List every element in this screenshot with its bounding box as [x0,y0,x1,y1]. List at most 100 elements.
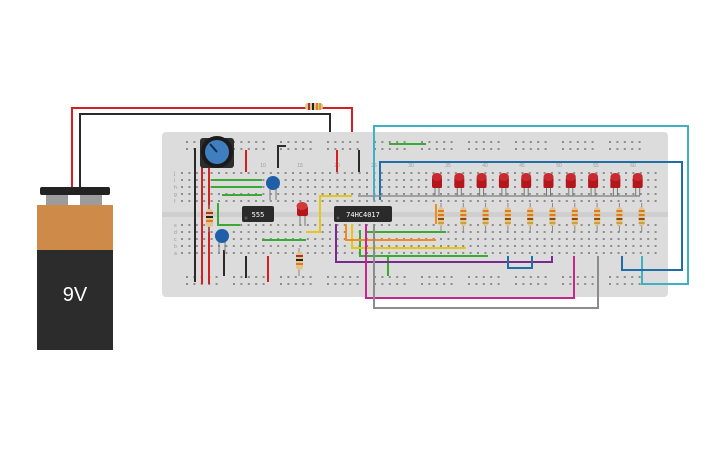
hole [329,224,331,226]
resistor[interactable] [549,203,556,232]
purple-wire[interactable] [335,224,553,263]
hole [195,193,198,195]
hole [403,245,405,247]
hole [351,186,354,188]
led[interactable] [498,173,509,196]
hole [380,193,383,195]
hole [573,172,576,174]
led[interactable] [476,173,487,196]
rail-hole [435,148,438,150]
hole [447,200,450,202]
resistor[interactable] [594,203,601,232]
rail-hole [522,276,525,278]
hole [617,200,620,202]
hole [314,179,317,181]
resistor[interactable] [482,203,489,232]
resistor[interactable] [638,203,645,232]
resistor[interactable] [527,203,534,232]
hole [255,231,257,233]
led[interactable] [632,173,643,196]
hole [417,193,420,195]
hole [181,179,183,181]
hole [210,172,213,174]
resistor[interactable] [460,203,467,232]
led[interactable] [588,173,599,196]
rail-hole [193,141,196,143]
resistor-bottom[interactable] [296,248,303,276]
hole [491,200,494,202]
led[interactable] [543,173,554,196]
hole [491,186,494,188]
hole [469,179,472,181]
hole [588,252,590,254]
hole [580,200,583,202]
gray-wire[interactable] [373,224,599,309]
capacitor-1[interactable] [266,176,280,200]
hole [558,186,561,188]
hole [536,179,539,181]
teal-wire[interactable] [373,125,689,285]
hole [247,172,250,174]
led[interactable] [432,173,442,196]
green-wire-4[interactable] [217,203,240,226]
capacitor-2[interactable] [215,229,229,252]
hole [625,238,627,240]
hole [499,193,502,195]
black-wire-pot[interactable] [277,145,286,168]
resistor[interactable] [504,203,511,232]
resistor[interactable] [438,203,444,232]
hole [588,224,590,226]
orange-wire[interactable] [345,224,436,241]
rail-hole [215,283,218,285]
green-wire-7[interactable] [359,230,488,257]
resistor[interactable] [571,203,578,232]
resistor-left[interactable] [206,205,213,232]
hole [410,252,413,254]
magenta-wire[interactable] [365,224,575,299]
yellow-wire-555[interactable] [306,195,352,233]
resistor-top[interactable] [305,103,323,110]
hole [232,172,235,174]
hole [262,172,265,174]
rail-hole [638,283,641,285]
rail-hole [468,141,470,143]
led[interactable] [610,173,621,196]
hole [240,245,243,247]
counter-chip[interactable]: 74HC4017 [334,206,392,222]
hole [565,231,568,233]
rail-hole [515,276,517,278]
green-jumpers [211,143,488,276]
hole [558,252,561,254]
led[interactable] [454,173,465,196]
timer-chip[interactable]: 555 [242,206,274,222]
blue-wire[interactable] [379,161,683,271]
hole [477,172,479,174]
led[interactable] [521,173,532,196]
battery-9v[interactable]: 9V [37,187,113,350]
indicator-led[interactable] [296,202,309,226]
hole [262,179,265,181]
hole [521,231,524,233]
hole [477,224,479,226]
yellow-wire-out[interactable] [351,224,466,249]
hole [203,179,206,181]
rail-hole [287,148,290,150]
rail-hole [294,148,297,150]
rail-hole [576,283,579,285]
hole [255,245,257,247]
hole [306,238,309,240]
hole [225,252,228,254]
hole [617,245,620,247]
hole [558,179,561,181]
hole [195,200,198,202]
hole [580,193,583,195]
resistor[interactable] [616,203,623,232]
blue-wire-2[interactable] [507,256,533,269]
rail-hole [450,141,453,143]
hole [647,179,650,181]
potentiometer[interactable] [200,136,234,168]
rail-hole [482,276,485,278]
rail-hole [255,276,258,278]
led[interactable] [565,173,576,196]
